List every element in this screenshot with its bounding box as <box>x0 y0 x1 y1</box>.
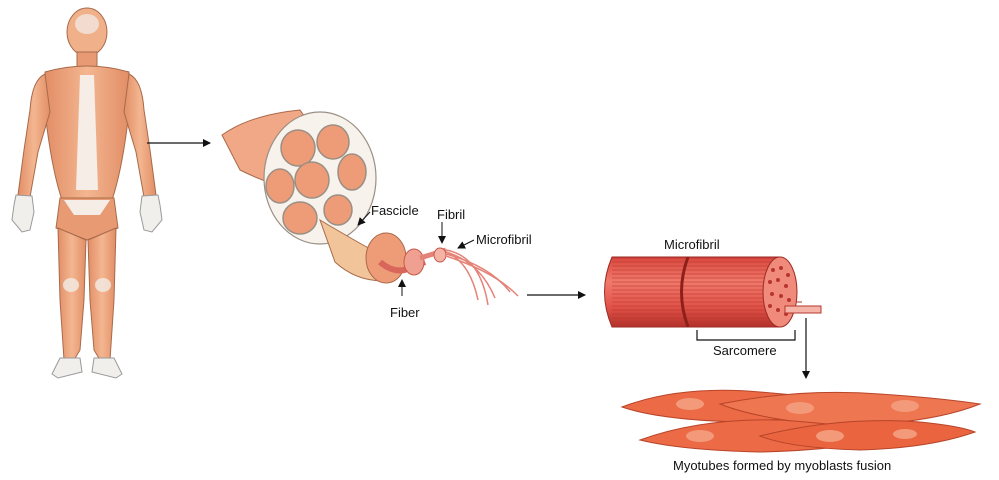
muscle-cross-section <box>222 110 518 305</box>
microfibril-pointer <box>458 240 474 248</box>
caption-myotubes: Myotubes formed by myoblasts fusion <box>673 459 891 472</box>
label-fascicle: Fascicle <box>371 204 419 217</box>
microfibril-cylinder <box>605 257 822 327</box>
label-microfibril-large: Microfibril <box>664 238 720 251</box>
label-sarcomere: Sarcomere <box>713 344 777 357</box>
label-fibril: Fibril <box>437 208 465 221</box>
myotubes-illustration <box>622 390 980 452</box>
label-fiber: Fiber <box>390 306 420 319</box>
sarcomere-bracket <box>697 330 795 340</box>
human-body-illustration <box>12 8 162 378</box>
label-microfibril-small: Microfibril <box>476 233 532 246</box>
